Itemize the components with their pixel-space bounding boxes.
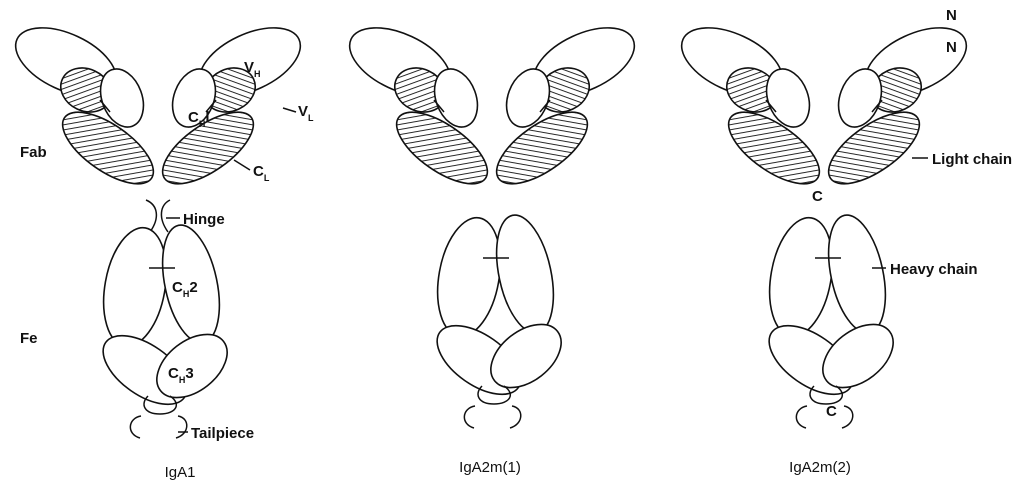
light-chain-label: Light chain <box>932 151 1012 168</box>
vl-leader <box>283 108 296 112</box>
heavy-chain-label: Heavy chain <box>890 261 978 278</box>
iga2m2-title: IgA2m(2) <box>789 459 851 476</box>
iga1-hinge <box>146 200 170 232</box>
iga2m1-molecule <box>339 14 645 428</box>
fc-label: Fe <box>20 330 38 347</box>
cl-label: CL <box>253 163 270 183</box>
iga1-fab-left <box>5 14 164 197</box>
iga2m1-fc <box>425 210 573 428</box>
fab-label: Fab <box>20 144 47 161</box>
iga2m1-fab-right <box>485 14 644 197</box>
iga1-molecule <box>5 14 311 438</box>
n-terminus-heavy-label: N <box>946 7 957 24</box>
vl-label: VL <box>298 103 314 123</box>
tailpiece-label: Tailpiece <box>191 425 254 442</box>
iga1-fab-right <box>151 14 310 197</box>
c-terminus-light-label: C <box>812 188 823 205</box>
iga1-fc <box>91 220 239 438</box>
iga2m2-fab-left <box>671 14 830 197</box>
c-terminus-heavy-label: C <box>826 403 837 420</box>
n-terminus-light-label: N <box>946 39 957 56</box>
iga2m2-fc <box>757 210 905 428</box>
iga2m1-fab-left <box>339 14 498 197</box>
hinge-label: Hinge <box>183 211 225 228</box>
iga2m1-title: IgA2m(1) <box>459 459 521 476</box>
iga1-title: IgA1 <box>165 464 196 481</box>
cl-leader <box>234 160 250 170</box>
iga2m2-molecule <box>671 14 977 428</box>
